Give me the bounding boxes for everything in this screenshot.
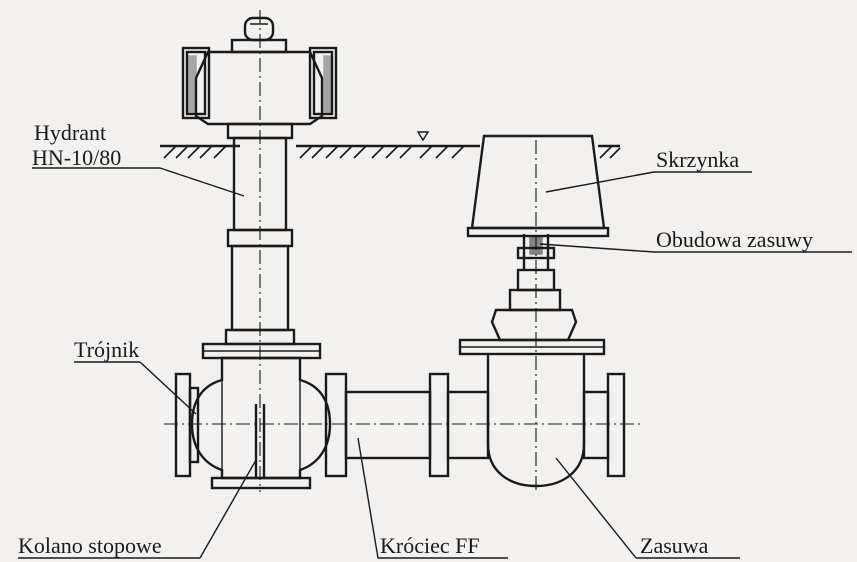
hydrant-column bbox=[224, 136, 296, 346]
label-box: Skrzynka bbox=[656, 147, 739, 172]
label-tee: Trójnik bbox=[74, 337, 139, 362]
tee-fitting bbox=[174, 356, 332, 490]
leader-lines bbox=[18, 167, 852, 559]
label-valve-housing: Obudowa zasuwy bbox=[656, 227, 813, 252]
tee-flange bbox=[201, 342, 322, 360]
label-foot-bend: Kolano stopowe bbox=[18, 533, 162, 558]
axis-lines bbox=[164, 10, 640, 494]
label-valve: Zasuwa bbox=[640, 533, 709, 558]
hydrant-head bbox=[181, 16, 338, 140]
label-hydrant-line1: Hydrant bbox=[34, 120, 106, 145]
label-stub: Króciec FF bbox=[380, 533, 480, 558]
label-hydrant-line2: HN-10/80 bbox=[32, 145, 121, 170]
ground-line bbox=[160, 131, 621, 159]
surface-box bbox=[466, 134, 610, 238]
stub-pipe bbox=[324, 372, 450, 478]
